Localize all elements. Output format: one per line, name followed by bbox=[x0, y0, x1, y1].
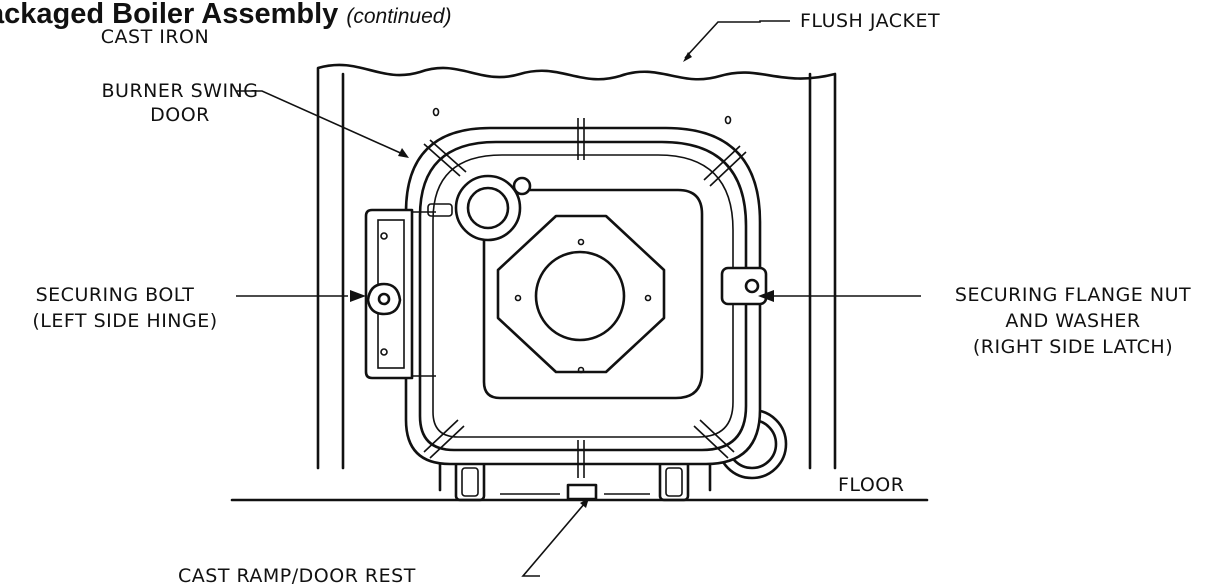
label-securing-bolt: SECURING BOLT bbox=[35, 284, 195, 306]
label-door-line2-wrap: BURNER SWING bbox=[90, 80, 270, 102]
title-main: ackaged Boiler Assembly bbox=[0, 0, 339, 30]
leader-lines bbox=[236, 20, 921, 577]
boiler-base bbox=[438, 458, 712, 502]
label-cast-ramp-door-rest: CAST RAMP/DOOR REST bbox=[178, 565, 416, 587]
label-left-side-hinge: (LEFT SIDE HINGE) bbox=[32, 310, 218, 332]
label-cast-iron-door: CAST IRON bbox=[75, 26, 235, 48]
label-door-line1: CAST IRON bbox=[100, 26, 210, 48]
label-door-line3-wrap: DOOR bbox=[90, 104, 270, 126]
label-securing-flange-nut: SECURING FLANGE NUT bbox=[954, 284, 1192, 306]
flush-jacket-panel bbox=[316, 63, 837, 470]
label-right-side-latch: (RIGHT SIDE LATCH) bbox=[972, 336, 1174, 358]
label-floor: FLOOR bbox=[838, 474, 905, 496]
label-flush-jacket: FLUSH JACKET bbox=[800, 10, 941, 32]
title-suffix: (continued) bbox=[346, 5, 452, 28]
label-door-line3: DOOR bbox=[150, 104, 210, 126]
label-door-line2: BURNER SWING bbox=[101, 80, 259, 102]
swing-door bbox=[364, 118, 768, 478]
label-and-washer: AND WASHER bbox=[1005, 310, 1141, 332]
section-title: ackaged Boiler Assembly (continued) bbox=[0, 0, 451, 31]
